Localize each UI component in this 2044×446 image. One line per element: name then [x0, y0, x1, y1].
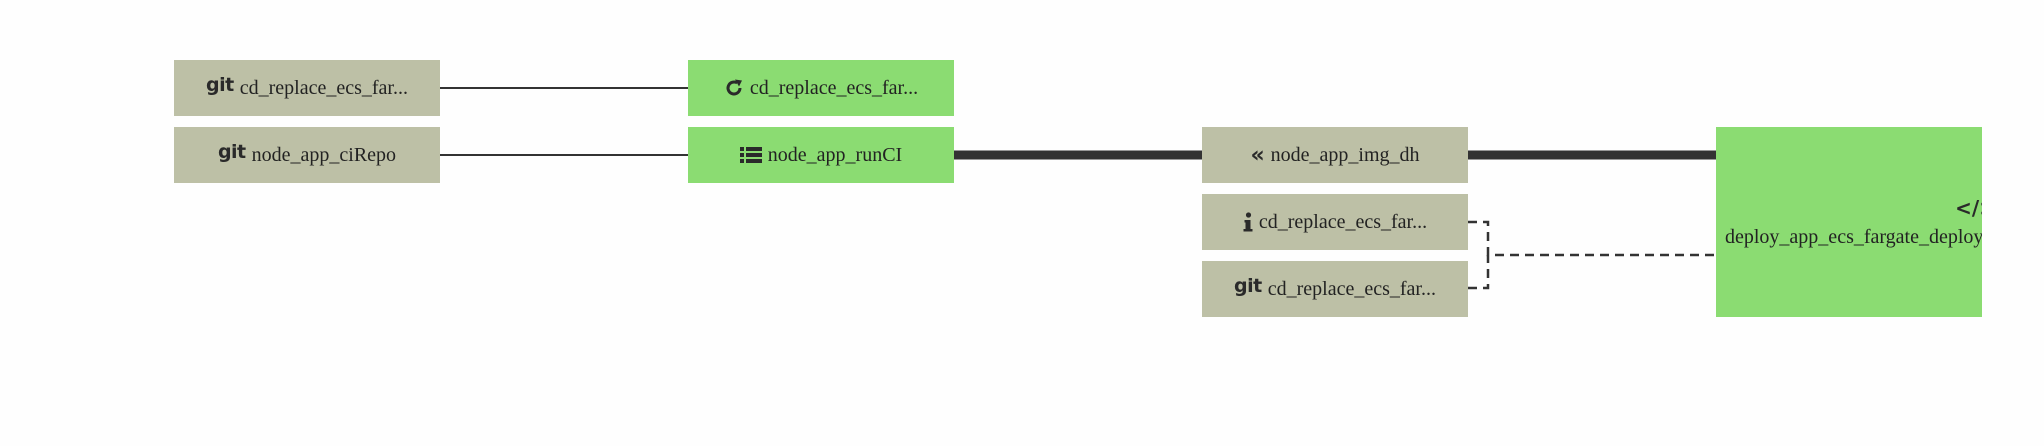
job-node-deploy-app-ecs-fargate[interactable]: </> deploy_app_ecs_fargate_deploy	[1716, 127, 1982, 317]
list-icon	[739, 146, 762, 164]
node-label: deploy_app_ecs_fargate_deploy	[1725, 225, 1982, 248]
code-icon: </>	[1955, 195, 1982, 220]
node-label: cd_replace_ecs_far...	[749, 76, 919, 99]
job-node-node-app-runci[interactable]: node_app_runCI	[688, 127, 954, 183]
info-icon	[1243, 212, 1253, 232]
git-icon: git	[217, 141, 246, 163]
node-label: node_app_runCI	[767, 143, 903, 166]
node-label: node_app_ciRepo	[251, 143, 397, 166]
edge-n7-n8	[1468, 255, 1490, 290]
resource-node-cd-replace-ecs-repo[interactable]: git cd_replace_ecs_far...	[174, 60, 440, 116]
edge-n6-n8	[1468, 220, 1716, 257]
refresh-icon	[724, 78, 744, 98]
resource-node-node-app-cirepo[interactable]: git node_app_ciRepo	[174, 127, 440, 183]
resource-node-cd-replace-ecs-git[interactable]: git cd_replace_ecs_far...	[1202, 261, 1468, 317]
resource-node-cd-replace-ecs-params[interactable]: cd_replace_ecs_far...	[1202, 194, 1468, 250]
double-chevron-left-icon: «	[1250, 142, 1265, 168]
job-node-cd-replace-ecs[interactable]: cd_replace_ecs_far...	[688, 60, 954, 116]
node-label: node_app_img_dh	[1270, 143, 1420, 166]
node-label: cd_replace_ecs_far...	[239, 76, 408, 99]
node-label: cd_replace_ecs_far...	[1258, 210, 1428, 233]
resource-node-node-app-img-dh[interactable]: « node_app_img_dh	[1202, 127, 1468, 183]
git-icon: git	[1234, 275, 1262, 297]
node-label: cd_replace_ecs_far...	[1267, 277, 1436, 300]
git-icon: git	[206, 74, 234, 96]
